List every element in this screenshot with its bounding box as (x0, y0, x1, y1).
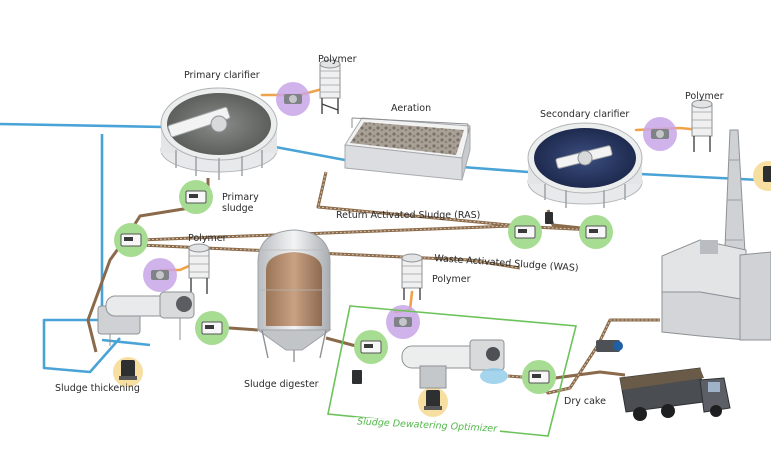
polymer-dosing-icon (143, 82, 677, 339)
polymer-label-right: Polymer (685, 91, 724, 102)
secondary-clarifier-label: Secondary clarifier (540, 109, 630, 120)
sludge-digester-silo (256, 229, 332, 362)
dewatering-centrifuge (401, 339, 508, 389)
primary-clarifier-label: Primary clarifier (184, 70, 260, 81)
sludge-thickener-machine (97, 291, 195, 346)
sludge-dewatering-optimizer-boundary (327, 305, 578, 437)
sludge-digester-label: Sludge digester (244, 379, 319, 390)
polymer-label-center: Polymer (432, 274, 471, 285)
sludge-thickening-label: Sludge thickening (55, 383, 140, 394)
cake-transfer-pump (596, 340, 623, 352)
aeration-label: Aeration (391, 103, 432, 114)
dry-cake-label: Dry cake (564, 396, 606, 407)
pump-icon (113, 161, 771, 417)
ras-label: Return Activated Sludge (RAS) (336, 210, 481, 221)
dump-truck-icon (619, 367, 731, 421)
power-plant-building (661, 129, 771, 341)
secondary-clarifier-tank (527, 122, 643, 208)
sensor-unit-icon (114, 180, 613, 394)
polymer-label-left: Polymer (188, 233, 227, 244)
aeration-basin (344, 117, 471, 181)
polymer-label-top: Polymer (318, 54, 357, 65)
polymer-tank-icon (188, 59, 713, 300)
primary-clarifier-tank (160, 87, 278, 180)
primary-sludge-label: Primary sludge (222, 192, 259, 214)
